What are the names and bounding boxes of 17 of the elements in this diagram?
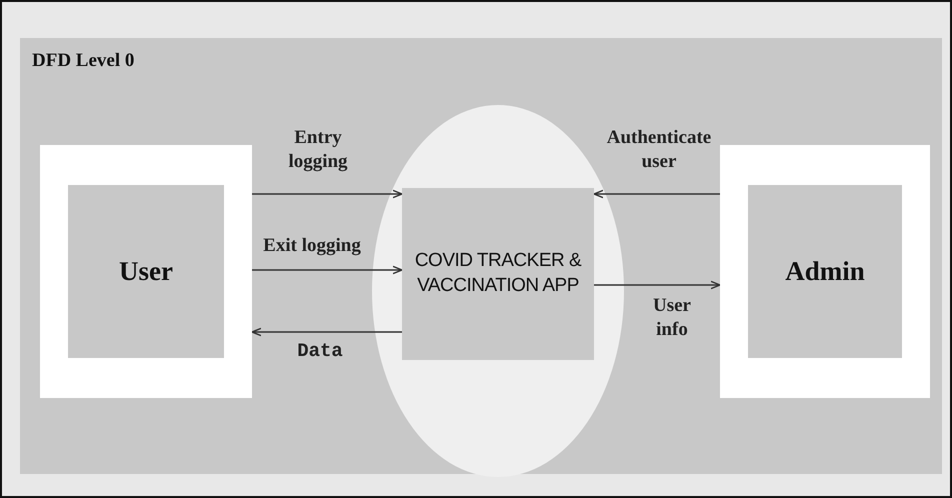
node-label: COVID TRACKER & VACCINATION APP <box>414 249 582 298</box>
node-label: User <box>119 254 173 288</box>
process-box <box>402 188 594 360</box>
entity-box <box>40 145 252 398</box>
node-label: Admin <box>785 254 865 288</box>
edge-label: Authenticate user <box>606 126 712 174</box>
edge-label: Entry logging <box>287 126 349 174</box>
arrow <box>594 280 721 290</box>
diagram-title: DFD Level 0 <box>32 50 134 72</box>
arrow <box>593 190 720 198</box>
arrow <box>251 328 402 336</box>
entity-box <box>720 145 930 398</box>
arrow <box>252 190 403 198</box>
edge-label: Data <box>296 340 344 364</box>
edge-label: Exit logging <box>262 234 362 258</box>
edge-label: User info <box>652 294 692 342</box>
arrow <box>252 266 403 274</box>
